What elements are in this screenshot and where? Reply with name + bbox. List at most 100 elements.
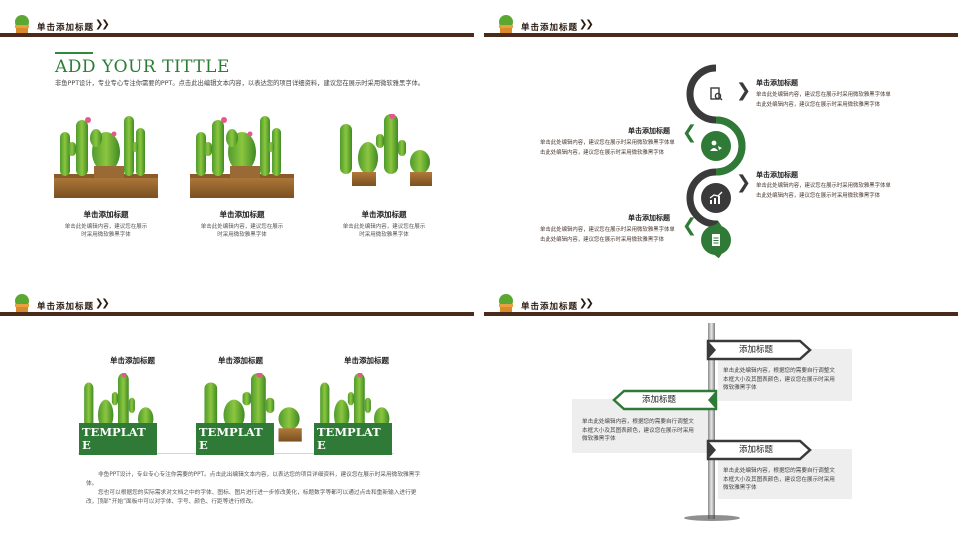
slide-header: 单击添加标题 ❯❯ xyxy=(484,0,958,40)
header-bar xyxy=(0,312,474,316)
item-title[interactable]: 单击添加标题 xyxy=(361,210,407,219)
sign-body-line: 单击此处编辑内容，根据您的需要自行调整文 xyxy=(723,368,835,374)
signpost-arrow-right xyxy=(706,439,812,461)
item-title[interactable]: 单击添加标题 xyxy=(83,210,129,219)
sign-body-line: 微软雅黑字体 xyxy=(582,436,616,442)
slide-2[interactable]: 单击添加标题 ❯❯ ❯ ❯ ❮ ❮ 单击添加标题 单击此处编 xyxy=(484,0,958,269)
title-accent-line xyxy=(55,52,93,54)
step-body-line: 击此处编辑内容，建议您在展示时采用微软雅黑字体 xyxy=(756,102,880,108)
step-title[interactable]: 单击添加标题 xyxy=(756,171,798,179)
sign-label[interactable]: 添加标题 xyxy=(739,345,774,355)
double-chevron-icon: ❯❯ xyxy=(95,19,110,30)
step-body-line: 单击此处编辑内容，建议您在展示时采用微软雅黑字体单 xyxy=(756,92,891,98)
template-label-line: E xyxy=(199,438,208,452)
double-chevron-icon: ❯❯ xyxy=(579,19,594,30)
sign-body-line: 微软雅黑字体 xyxy=(723,385,757,391)
cactus-pot-icon xyxy=(15,294,29,314)
sign-label[interactable]: 添加标题 xyxy=(642,395,677,405)
item-title[interactable]: 单击添加标题 xyxy=(219,210,265,219)
header-title: 单击添加标题 xyxy=(37,302,95,312)
template-label-line: TEMPLAT xyxy=(199,425,263,439)
step-body-line: 击此处编辑内容，建议您在展示时采用微软雅黑字体 xyxy=(756,193,880,199)
sign-label[interactable]: 添加标题 xyxy=(739,445,774,455)
intro-text[interactable]: 非鱼PPT设计，专业专心专注你需要的PPT。点击此出编辑文本内容，以表达您的项目… xyxy=(55,80,425,87)
cactus-image xyxy=(332,114,436,198)
step-body-line: 击此处编辑内容，建议您在展示时采用微软雅黑字体 xyxy=(540,237,664,243)
item-title[interactable]: 单击添加标题 xyxy=(344,356,389,365)
slide-heading[interactable]: ADD YOUR TITTLE xyxy=(55,57,230,77)
slide-header: 单击添加标题 ❯❯ xyxy=(0,0,474,40)
pole-shadow xyxy=(684,515,740,521)
chevron-left-icon: ❮ xyxy=(682,122,698,143)
cactus-pot-icon xyxy=(15,15,29,35)
body-paragraph: 非鱼PPT设计，专业专心专注你需要的PPT。点击此出编辑文本内容，以表达您的项目… xyxy=(86,472,421,487)
chevron-left-icon: ❮ xyxy=(682,215,698,236)
item-title[interactable]: 单击添加标题 xyxy=(218,356,263,365)
signpost-pole xyxy=(708,323,715,519)
growth-chart-icon xyxy=(709,191,723,204)
slide-3[interactable]: 单击添加标题 ❯❯ 单击添加标题 单击添加标题 单击添加标题 TEMPLAT E… xyxy=(0,279,474,548)
step-body[interactable]: 单击此处编辑内容，建议您在展示时采用微软雅黑字体单 击此处编辑内容，建议您在展示… xyxy=(756,181,896,201)
item-body-line: 单击此处编辑内容，建议您在展示 xyxy=(64,224,148,230)
item-body-line: 时采用微软雅黑字体 xyxy=(359,231,409,238)
sign-body-line: 本框大小及其图表颜色，建议您在展示时采用 xyxy=(723,376,835,383)
header-title: 单击添加标题 xyxy=(37,23,95,33)
template-label[interactable]: TEMPLAT E xyxy=(196,423,274,455)
item-body[interactable]: 单击此处编辑内容，建议您在展示 时采用微软雅黑字体 xyxy=(332,224,436,239)
header-title: 单击添加标题 xyxy=(521,23,579,33)
cactus-image xyxy=(54,116,158,198)
template-label[interactable]: TEMPLAT E xyxy=(314,423,392,455)
slide-1[interactable]: 单击添加标题 ❯❯ ADD YOUR TITTLE 非鱼PPT设计，专业专心专注… xyxy=(0,0,474,269)
template-label-line: TEMPLAT xyxy=(317,425,381,439)
header-title: 单击添加标题 xyxy=(521,302,579,312)
step-body-line: 单击此处编辑内容，建议您在展示时采用微软雅黑字体单 xyxy=(540,227,675,233)
item-body-line: 单击此处编辑内容，建议您在展示 xyxy=(200,224,284,230)
step-body[interactable]: 单击此处编辑内容，建议您在展示时采用微软雅黑字体单 击此处编辑内容，建议您在展示… xyxy=(540,138,680,158)
step-circle xyxy=(701,131,731,161)
template-label-line: E xyxy=(82,438,91,452)
item-body-line: 时采用微软雅黑字体 xyxy=(81,231,131,238)
sign-body-line: 微软雅黑字体 xyxy=(723,485,757,491)
header-bar xyxy=(0,33,474,37)
item-body[interactable]: 单击此处编辑内容，建议您在展示 时采用微软雅黑字体 xyxy=(54,224,158,239)
signpost-arrow-left xyxy=(612,389,718,411)
cactus-pot-icon xyxy=(499,15,513,35)
step-title[interactable]: 单击添加标题 xyxy=(756,79,798,87)
step-body[interactable]: 单击此处编辑内容，建议您在展示时采用微软雅黑字体单 击此处编辑内容，建议您在展示… xyxy=(756,90,896,110)
step-body-line: 单击此处编辑内容，建议您在展示时采用微软雅黑字体单 xyxy=(756,183,891,189)
template-label[interactable]: TEMPLAT E xyxy=(79,423,157,455)
handshake-icon xyxy=(710,140,722,151)
chevron-right-icon: ❯ xyxy=(736,172,752,193)
chevron-right-icon: ❯ xyxy=(736,80,752,101)
signpost-arrow-right xyxy=(706,339,812,361)
slide-header: 单击添加标题 ❯❯ xyxy=(484,279,958,319)
sign-body[interactable]: 单击此处编辑内容，根据您的需要自行调整文 本框大小及其图表颜色，建议您在展示时采… xyxy=(723,467,835,493)
sign-body[interactable]: 单击此处编辑内容，根据您的需要自行调整文 本框大小及其图表颜色，建议您在展示时采… xyxy=(582,418,694,444)
item-body-line: 单击此处编辑内容，建议您在展示 xyxy=(342,224,426,230)
cactus-pot-icon xyxy=(499,294,513,314)
step-body[interactable]: 单击此处编辑内容，建议您在展示时采用微软雅黑字体单 击此处编辑内容，建议您在展示… xyxy=(540,225,680,245)
item-body[interactable]: 单击此处编辑内容，建议您在展示 时采用微软雅黑字体 xyxy=(190,224,294,239)
item-body-line: 时采用微软雅黑字体 xyxy=(217,231,267,238)
sign-body[interactable]: 单击此处编辑内容，根据您的需要自行调整文 本框大小及其图表颜色，建议您在展示时采… xyxy=(723,367,835,393)
slide-header: 单击添加标题 ❯❯ xyxy=(0,279,474,319)
slide-4[interactable]: 单击添加标题 ❯❯ 添加标题 添加标题 添加标题 单击此处编辑内容，根据您的需要… xyxy=(484,279,958,548)
double-chevron-icon: ❯❯ xyxy=(95,298,110,309)
sign-body-line: 单击此处编辑内容，根据您的需要自行调整文 xyxy=(582,419,694,425)
body-text[interactable]: 非鱼PPT设计，专业专心专注你需要的PPT。点击此出编辑文本内容，以表达您的项目… xyxy=(86,471,422,507)
sign-body-line: 本框大小及其图表颜色，建议您在展示时采用 xyxy=(582,427,694,434)
header-bar xyxy=(484,312,958,316)
step-body-line: 单击此处编辑内容，建议您在展示时采用微软雅黑字体单 xyxy=(540,140,675,146)
document-search-icon xyxy=(710,87,723,101)
step-title[interactable]: 单击添加标题 xyxy=(628,127,670,135)
item-title[interactable]: 单击添加标题 xyxy=(110,356,155,365)
sign-body-line: 单击此处编辑内容，根据您的需要自行调整文 xyxy=(723,468,835,474)
step-body-line: 击此处编辑内容，建议您在展示时采用微软雅黑字体 xyxy=(540,150,664,156)
sign-body-line: 本框大小及其图表颜色，建议您在展示时采用 xyxy=(723,476,835,483)
double-chevron-icon: ❯❯ xyxy=(579,298,594,309)
cactus-image xyxy=(190,116,294,198)
template-label-line: E xyxy=(317,438,326,452)
body-paragraph: 您也可以根据您的实际需求对文档之中的字体、图标、图片进行进一步修改美化，标题数字… xyxy=(86,490,417,505)
step-title[interactable]: 单击添加标题 xyxy=(628,214,670,222)
template-label-line: TEMPLAT xyxy=(82,425,146,439)
